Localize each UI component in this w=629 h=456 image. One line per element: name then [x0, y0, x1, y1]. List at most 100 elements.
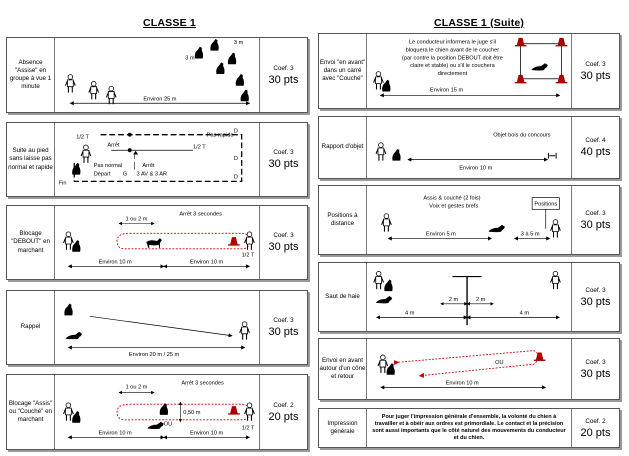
card-blocage-debout: Blocage "DEBOUT" en marchant 1 ou 2 m Ar… — [6, 205, 308, 280]
card-impression-generale: Impression générale Pour juger l'impress… — [318, 408, 620, 448]
card-label: Saut de haie — [319, 263, 367, 331]
card-label: Blocage "DEBOUT" en marchant — [7, 206, 55, 279]
diagram-text: 2 m — [476, 297, 486, 303]
points: 20 pts — [268, 410, 299, 423]
card-suite-au-pied: Suite au pied sans laisse pas normal et … — [6, 122, 308, 197]
diagram-text: 1/2 T — [242, 253, 255, 259]
points: 40 pts — [580, 146, 611, 158]
card-blocage-assis-couche: Blocage "Assis" ou "Couché" en marchant … — [6, 374, 308, 450]
diagram-text: 1/2 T — [76, 135, 89, 141]
diagram-text: Arrêt 3 secondes — [181, 381, 224, 387]
card-absence-assise: Absence "Assise" en groupe à vue 1 minut… — [6, 37, 308, 113]
diagram-text: bloquera le chien avant de le coucher — [406, 48, 500, 54]
card-positions-distance: Positions à distance Assis & couché (2 f… — [318, 185, 620, 255]
card-label: Rapport d'objet — [319, 117, 367, 178]
score-box: Coef. 3 30 pts — [259, 291, 307, 364]
diagram-text: Environ 10 m — [99, 259, 132, 265]
right-title: CLASSE 1 (Suite) — [434, 17, 525, 29]
diagram-text: Environ 10 m — [99, 430, 132, 436]
coef: Coef. 3 — [585, 286, 606, 294]
card-label: Absence "Assise" en groupe à vue 1 minut… — [7, 38, 55, 112]
diagram-text: Environ 25 m — [143, 96, 176, 102]
card-label: Envoi "en avant" dans un carré avec "Cou… — [319, 34, 367, 108]
diagram: OU Environ 10 m — [367, 339, 571, 399]
diagram-text: Positions — [534, 201, 557, 207]
diagram-text: Fin — [59, 180, 67, 186]
coef: Coef. 3 — [585, 60, 606, 68]
diagram: 1/2 T Pas rapide 1/2 T Arrêt Pas normal … — [55, 123, 259, 196]
diagram-text: 3 m — [185, 55, 195, 61]
diagram-text: 2 m — [449, 297, 459, 303]
impression-text: Pour juger l'impression générale d'ensem… — [372, 413, 566, 442]
diagram-text: OU — [164, 422, 172, 428]
diagram-text: 4 m — [520, 310, 530, 316]
diagram: Objet bois du concours Environ 10 m — [367, 117, 571, 178]
diagram-text: Pas rapide — [207, 133, 234, 139]
points: 30 pts — [268, 158, 299, 170]
diagram: 2 m 2 m 4 m 4 m — [367, 263, 571, 331]
diagram-text: Environ 10 m — [190, 430, 223, 436]
diagram: 1 ou 2 m Arrêt 3 secondes Environ 10 m E… — [55, 206, 259, 279]
diagram-text: 0,50 m — [183, 410, 201, 416]
diagram-text: 1 ou 2 m — [126, 385, 148, 391]
diagram-text: Arrêt 3 secondes — [179, 212, 222, 218]
diagram-text: Le conducteur informera le juge s'il — [409, 40, 496, 46]
card-label: Envoi en avant autour d'un cône et retou… — [319, 339, 367, 399]
coef: Coef. 3 — [273, 317, 294, 324]
card-rapport-objet: Rapport d'objet Objet bois du concours E… — [318, 116, 620, 179]
text-area: Pour juger l'impression générale d'ensem… — [367, 409, 571, 447]
diagram-text: 3 à 5 m — [521, 232, 540, 238]
diagram-text: Environ 15 m — [430, 87, 463, 93]
diagram-text: (par contre la position DEBOUT doit être — [402, 55, 503, 61]
diagram-text: 3 m — [234, 40, 244, 46]
diagram-text: D — [234, 129, 238, 135]
diagram-text: Environ 20 m / 25 m — [129, 352, 180, 358]
card-rappel: Rappel Environ 20 m / 25 m Coef. 3 30 pts — [6, 290, 308, 365]
points: 30 pts — [580, 295, 611, 308]
points: 30 pts — [580, 367, 611, 380]
diagram-text: Arrêt — [142, 163, 155, 169]
diagram: Environ 20 m / 25 m — [55, 291, 259, 364]
points: 30 pts — [268, 241, 299, 253]
coef: Coef. 3 — [585, 209, 606, 217]
diagram: Le conducteur informera le juge s'il blo… — [367, 34, 571, 108]
card-label: Positions à distance — [319, 186, 367, 254]
left-title: CLASSE 1 — [143, 17, 196, 29]
diagram: Assis & couché (2 fois) Voix et gestes b… — [367, 186, 571, 254]
diagram-text: Départ — [94, 172, 111, 178]
coef: Coef. 4 — [585, 137, 606, 144]
diagram-text: D — [234, 156, 238, 162]
diagram-text: G — [123, 172, 127, 178]
diagram-text: Assis & couché (2 fois) — [423, 196, 480, 202]
diagram-text: 1/2 T — [242, 426, 255, 432]
diagram-text: directement — [438, 71, 468, 77]
diagram-text: Environ 5 m — [426, 232, 456, 238]
coef: Coef. 3 — [585, 358, 606, 366]
points: 30 pts — [268, 326, 299, 338]
score-box: Coef. 4 40 pts — [571, 117, 619, 178]
diagram-text: Environ 10 m — [446, 380, 479, 386]
diagram: 3 m 3 m Environ 25 m — [55, 38, 259, 112]
card-envoi-cone: Envoi en avant autour d'un cône et retou… — [318, 338, 620, 400]
diagram-text: 1/2 T — [193, 144, 206, 150]
diagram-text: claire et stable) ou s'il le couchera — [410, 63, 495, 69]
card-envoi-carre: Envoi "en avant" dans un carré avec "Cou… — [318, 33, 620, 109]
diagram-text: Voix et gestes brefs — [429, 203, 478, 209]
points: 30 pts — [580, 69, 611, 82]
card-label: Impression générale — [319, 409, 367, 447]
coef: Coef. 2 — [273, 401, 294, 409]
diagram-text: Pas normal — [94, 163, 122, 169]
diagram-text: Environ 10 m — [190, 259, 223, 265]
diagram-text: Arrêt — [107, 142, 120, 148]
card-label: Suite au pied sans laisse pas normal et … — [7, 123, 55, 196]
card-label: Rappel — [7, 291, 55, 364]
coef: Coef. 3 — [273, 232, 294, 239]
